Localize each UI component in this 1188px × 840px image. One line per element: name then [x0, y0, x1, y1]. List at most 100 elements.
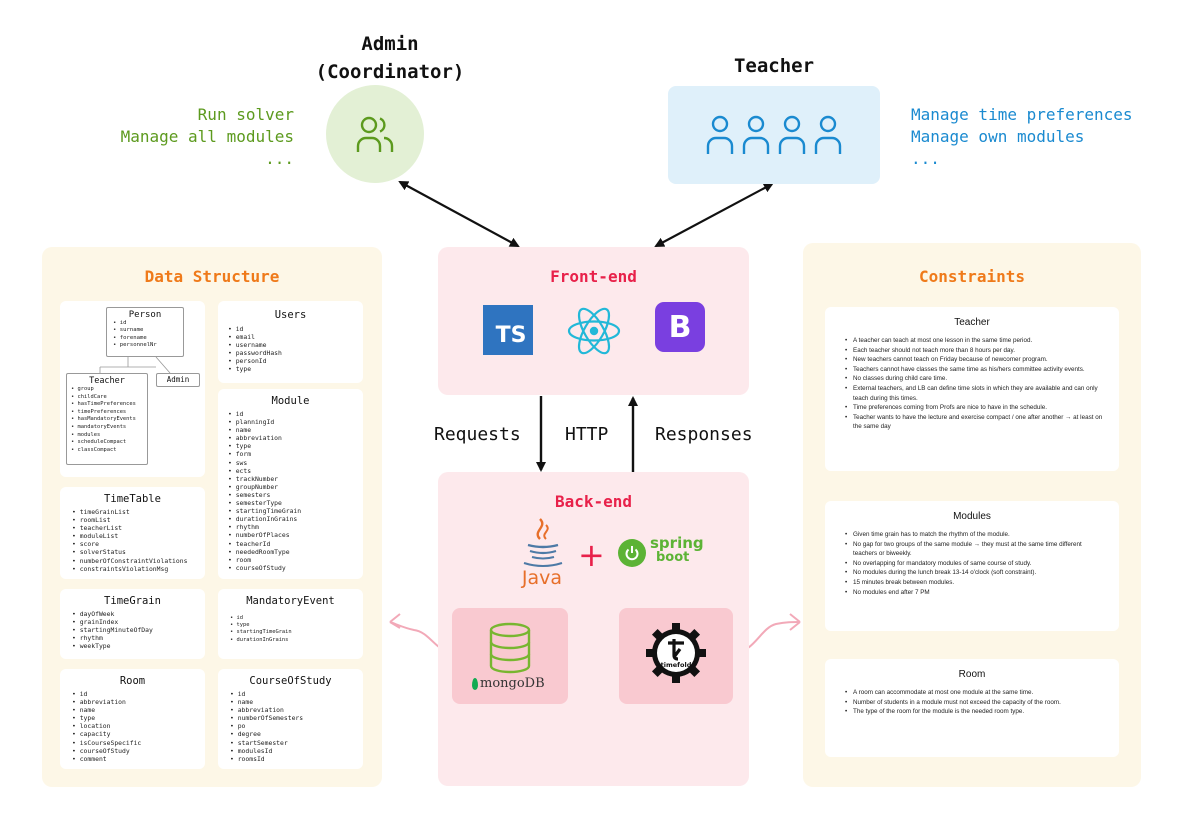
plus-sign: + — [578, 536, 605, 574]
timetable-fields: timeGrainList roomList teacherList modul… — [72, 508, 193, 573]
teacher-constraints-list: A teacher can teach at most one lesson i… — [845, 336, 1105, 432]
constraint-item: Time preferences coming from Profs are n… — [845, 403, 1105, 413]
teacher-class-fields: group childCare hasTimePreferences timeP… — [71, 386, 143, 454]
field: passwordHash — [228, 349, 353, 357]
modules-constraints-card: Modules Given time grain has to match th… — [825, 501, 1119, 631]
timetable-card: TimeTable timeGrainList roomList teacher… — [60, 487, 205, 579]
module-fields: id planningId name abbreviation type for… — [228, 410, 353, 572]
inheritance-lines — [99, 356, 171, 374]
field: name — [228, 426, 353, 434]
field: numberOfSemesters — [230, 714, 351, 722]
field: startingTimeGrain — [228, 507, 353, 515]
backend-title: Back-end — [554, 492, 633, 511]
module-title: Module — [271, 395, 310, 407]
field: type — [230, 622, 351, 629]
person-title: Person — [128, 310, 162, 320]
field: id — [113, 320, 177, 327]
field: email — [228, 333, 353, 341]
field: isCourseSpecific — [72, 739, 193, 747]
users-card: Users id email username passwordHash per… — [218, 301, 363, 383]
java-cup-icon — [523, 518, 563, 567]
modules-constraints-title: Modules — [953, 511, 991, 522]
field: durationInGrains — [228, 515, 353, 523]
room-card: Room id abbreviation name type location … — [60, 669, 205, 769]
room-fields: id abbreviation name type location capac… — [72, 690, 193, 763]
constraint-item: No gap for two groups of the same module… — [845, 540, 1105, 559]
constraint-item: External teachers, and LB can define tim… — [845, 384, 1105, 403]
admin-title-line2: (Coordinator) — [315, 61, 465, 83]
courseofstudy-title: CourseOfStudy — [249, 675, 332, 687]
field: abbreviation — [72, 698, 193, 706]
field: modulesId — [230, 747, 351, 755]
admin-frontend-arrow — [398, 181, 520, 247]
constraint-item: New teachers cannot teach on Friday beca… — [845, 355, 1105, 365]
field: sws — [228, 459, 353, 467]
field: moduleList — [72, 532, 193, 540]
teacher-class-box: Teacher group childCare hasTimePreferenc… — [66, 373, 148, 465]
timefold-label: timefold — [661, 661, 692, 669]
admin-title: Admin (Coordinator) — [300, 30, 480, 86]
teacher-action-more: ... — [911, 149, 940, 168]
admin-class-title: Admin — [166, 375, 190, 384]
courseofstudy-card: CourseOfStudy id name abbreviation numbe… — [218, 669, 363, 769]
field: abbreviation — [228, 434, 353, 442]
data-structure-title: Data Structure — [144, 267, 280, 286]
mongodb-leaf-icon — [472, 678, 478, 690]
field: semesters — [228, 491, 353, 499]
teacher-title: Teacher — [733, 55, 815, 77]
field: degree — [230, 730, 351, 738]
room-constraints-card: Room A room can accommodate at most one … — [825, 659, 1119, 757]
teacher-action-own-modules: Manage own modules — [911, 127, 1085, 146]
field: capacity — [72, 730, 193, 738]
field: form — [228, 450, 353, 458]
constraint-item: The type of the room for the module is t… — [845, 707, 1105, 717]
person-box: Person id surname forename personnelNr — [106, 307, 184, 357]
typescript-logo: TS — [483, 305, 533, 355]
users-group-icon — [706, 115, 842, 154]
frontend-title: Front-end — [550, 267, 637, 286]
field: score — [72, 540, 193, 548]
teacher-constraints-title: Teacher — [954, 317, 990, 328]
constraint-item: A teacher can teach at most one lesson i… — [845, 336, 1105, 346]
field: semesterType — [228, 499, 353, 507]
field: hasTimePreferences — [71, 401, 143, 409]
teacher-frontend-arrow — [654, 183, 774, 247]
constraints-title: Constraints — [919, 267, 1025, 286]
field: childCare — [71, 394, 143, 402]
field: id — [230, 690, 351, 698]
field: timePreferences — [71, 409, 143, 417]
frontend-panel: Front-end TS B — [438, 247, 749, 395]
admin-actions: Run solver Manage all modules ... — [100, 104, 294, 170]
field: courseOfStudy — [228, 564, 353, 572]
boot-label: boot — [656, 550, 690, 565]
field: roomList — [72, 516, 193, 524]
modules-constraints-list: Given time grain has to match the rhythm… — [845, 530, 1105, 597]
field: ects — [228, 467, 353, 475]
field: groupNumber — [228, 483, 353, 491]
users-icon — [356, 116, 394, 152]
field: abbreviation — [230, 706, 351, 714]
constraint-item: No classes during child care time. — [845, 374, 1105, 384]
constraint-item: Teacher wants to have the lecture and ex… — [845, 413, 1105, 432]
mandatoryevent-card: MandatoryEvent id type startingTimeGrain… — [218, 589, 363, 659]
admin-action-more: ... — [265, 149, 294, 168]
teacher-actions: Manage time preferences Manage own modul… — [911, 104, 1151, 170]
field: numberOfPlaces — [228, 531, 353, 539]
constraint-item: Number of students in a module must not … — [845, 698, 1105, 708]
teacher-constraints-card: Teacher A teacher can teach at most one … — [825, 307, 1119, 471]
field: solverStatus — [72, 548, 193, 556]
field: username — [228, 341, 353, 349]
field: courseOfStudy — [72, 747, 193, 755]
field: po — [230, 722, 351, 730]
admin-title-line1: Admin — [361, 33, 419, 55]
field: personId — [228, 357, 353, 365]
courseofstudy-fields: id name abbreviation numberOfSemesters p… — [230, 690, 351, 763]
field: grainIndex — [72, 618, 193, 626]
field: rhythm — [228, 523, 353, 531]
field: forename — [113, 335, 177, 342]
constraint-item: A room can accommodate at most one modul… — [845, 688, 1105, 698]
constraint-item: 15 minutes break between modules. — [845, 578, 1105, 588]
field: type — [228, 442, 353, 450]
field: startingTimeGrain — [230, 629, 351, 636]
admin-avatar — [326, 85, 424, 183]
